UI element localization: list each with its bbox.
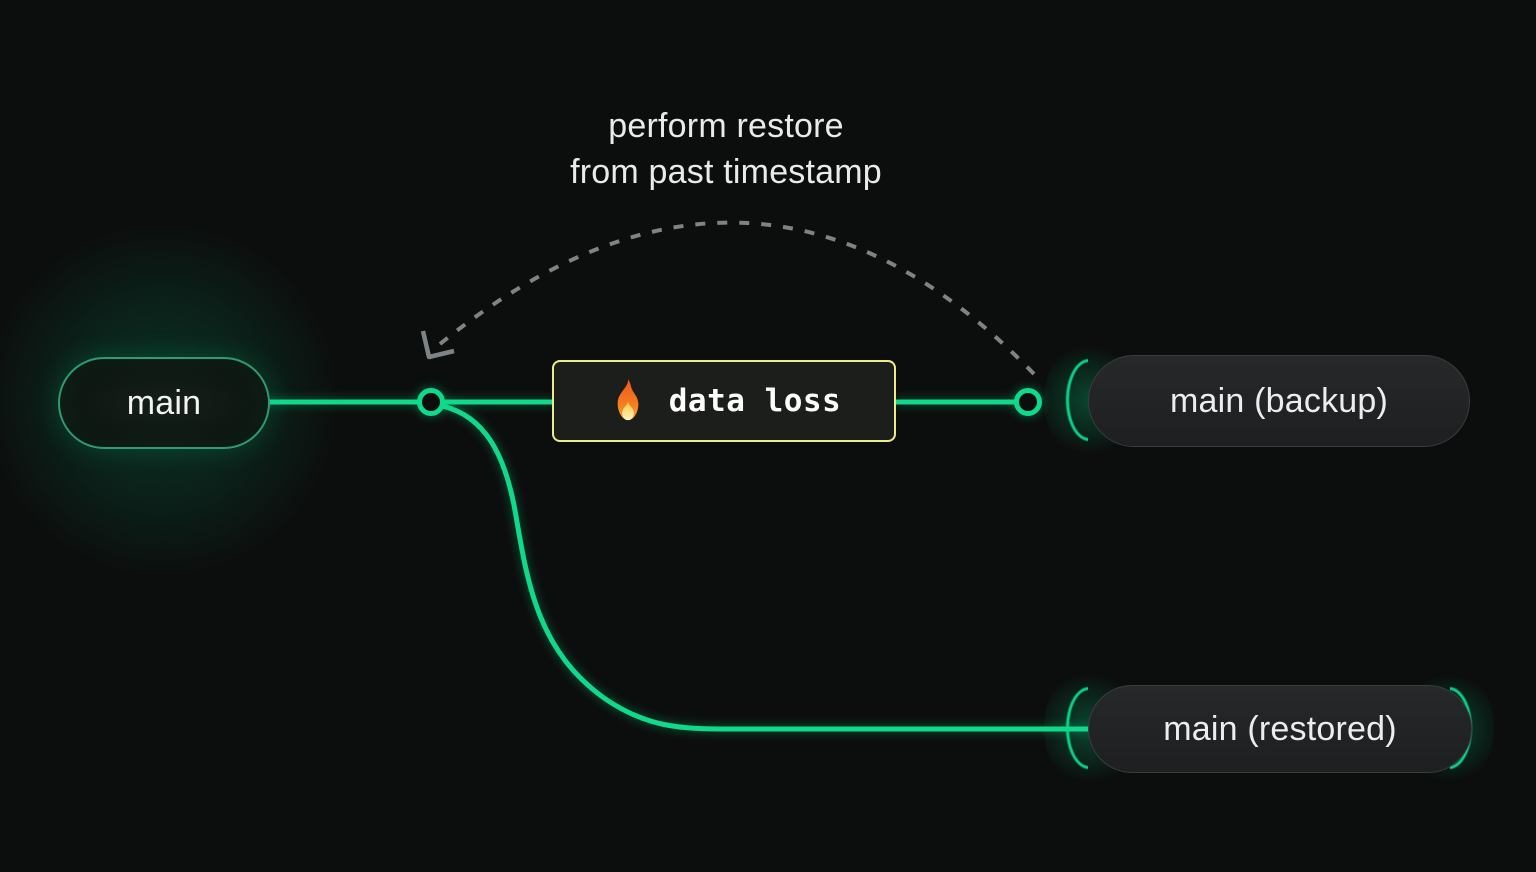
fire-icon [617, 379, 639, 421]
annotation-label: perform restore from past timestamp [570, 103, 882, 195]
branch-node-main-label: main [126, 383, 202, 422]
branch-node-backup-label: main (backup) [1169, 381, 1389, 420]
data-loss-label: data loss [668, 383, 842, 419]
branch-point-dot [417, 388, 445, 416]
branch-node-main-restored: main (restored) [1088, 685, 1472, 773]
annotation-line-2: from past timestamp [570, 153, 882, 191]
annotation-line-1: perform restore [608, 107, 844, 145]
branch-node-main: main [58, 357, 270, 449]
restore-arc [438, 220, 1036, 376]
backup-point-dot [1014, 388, 1042, 416]
branch-node-main-backup: main (backup) [1088, 355, 1470, 447]
restore-arrow-head-icon [420, 330, 455, 360]
wire-branch-to-restored [431, 401, 1090, 732]
branch-node-restored-label: main (restored) [1163, 709, 1397, 748]
data-loss-box: data loss [552, 360, 896, 442]
